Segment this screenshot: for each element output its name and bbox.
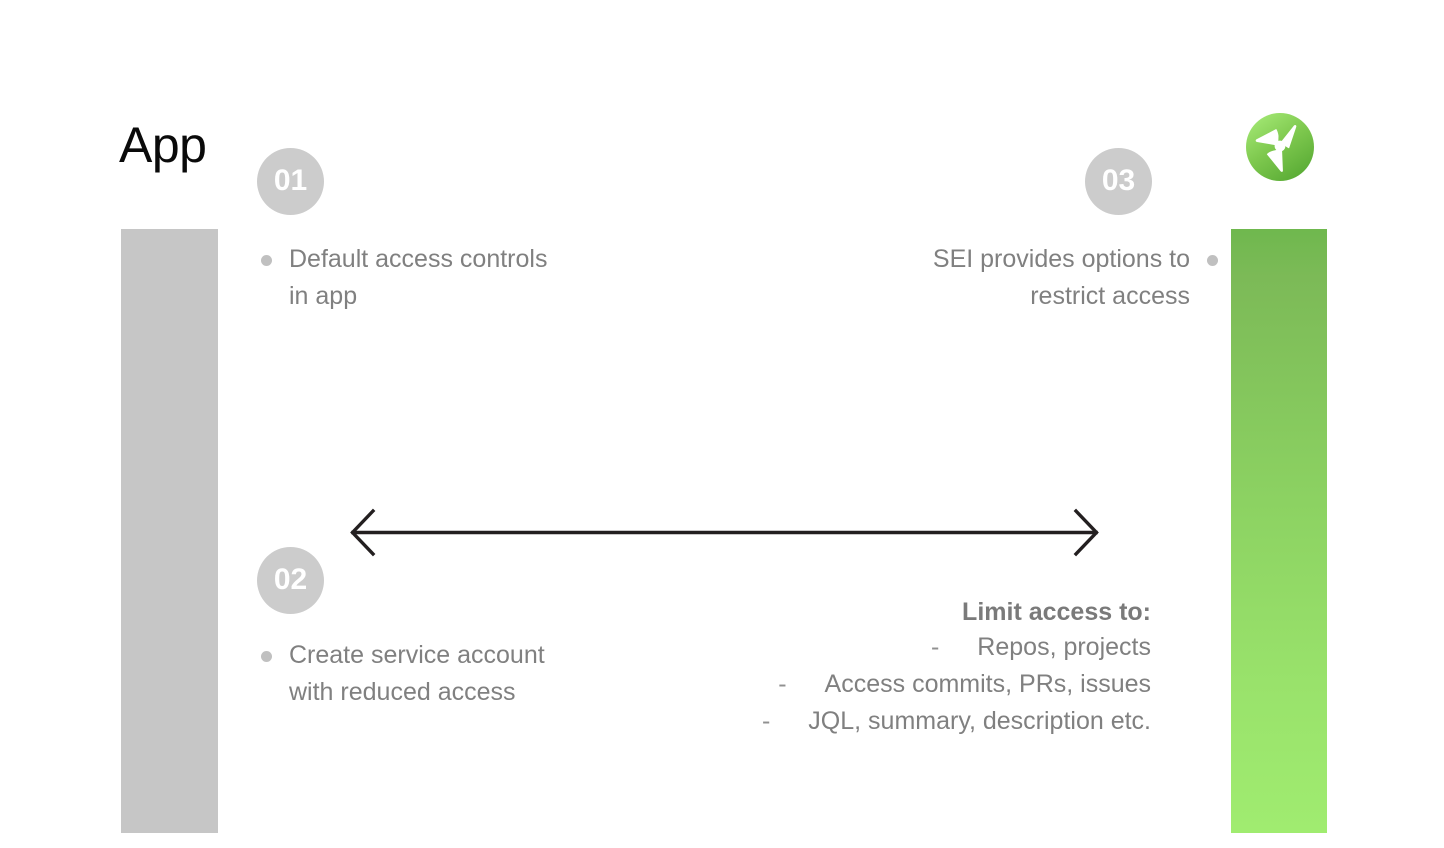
step-text-01: Default access controls in app: [256, 241, 549, 315]
limit-access-heading: Limit access to:: [962, 598, 1151, 626]
limit-access-item: - JQL, summary, description etc.: [531, 703, 1151, 740]
limit-access-item-label: Access commits, PRs, issues: [824, 670, 1151, 698]
step-badge-03: 03: [1085, 148, 1152, 215]
list-dash-marker: -: [930, 633, 940, 661]
step-text-01-label: Default access controls in app: [289, 245, 548, 310]
limit-access-item-label: JQL, summary, description etc.: [808, 707, 1151, 735]
limit-access-item-label: Repos, projects: [977, 633, 1151, 661]
limit-access-item: - Access commits, PRs, issues: [531, 666, 1151, 703]
step-text-02: Create service account with reduced acce…: [256, 637, 549, 711]
step-text-03: SEI provides options to restrict access: [900, 241, 1223, 315]
app-column-bar: [121, 229, 218, 833]
step-text-02-label: Create service account with reduced acce…: [289, 641, 545, 706]
bullet-dot-icon: [261, 255, 272, 266]
step-badge-02: 02: [257, 547, 324, 614]
sei-propeller-logo: [1245, 112, 1315, 182]
sei-column-bar: [1231, 229, 1327, 833]
step-text-03-label: SEI provides options to restrict access: [932, 245, 1190, 310]
limit-access-block: Limit access to: - Repos, projects - Acc…: [531, 595, 1151, 740]
bullet-dot-icon: [261, 651, 272, 662]
bullet-dot-icon: [1207, 255, 1218, 266]
step-badge-01: 01: [257, 148, 324, 215]
bidirectional-arrow: [347, 505, 1102, 561]
page-title: App: [119, 117, 207, 173]
list-dash-marker: -: [761, 707, 771, 735]
limit-access-item: - Repos, projects: [531, 629, 1151, 666]
list-dash-marker: -: [778, 670, 787, 698]
